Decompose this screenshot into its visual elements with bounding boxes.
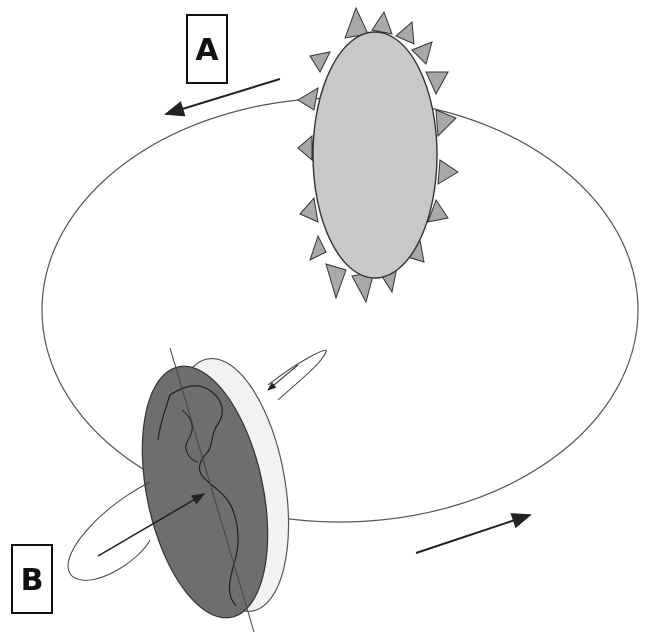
sun-disc — [313, 32, 437, 278]
orbit-direction-arrow-top — [166, 79, 280, 114]
sun-icon — [298, 8, 458, 302]
label-b-box: B — [12, 545, 52, 613]
orbit-direction-arrow-bottom — [416, 515, 530, 553]
earth-icon — [122, 349, 307, 629]
earth-rotation-loop-front — [68, 482, 150, 580]
label-a-text: A — [195, 33, 219, 68]
label-a-box: A — [187, 15, 227, 83]
earth-rotation-loop-back — [268, 350, 326, 400]
label-b-text: B — [21, 563, 44, 598]
